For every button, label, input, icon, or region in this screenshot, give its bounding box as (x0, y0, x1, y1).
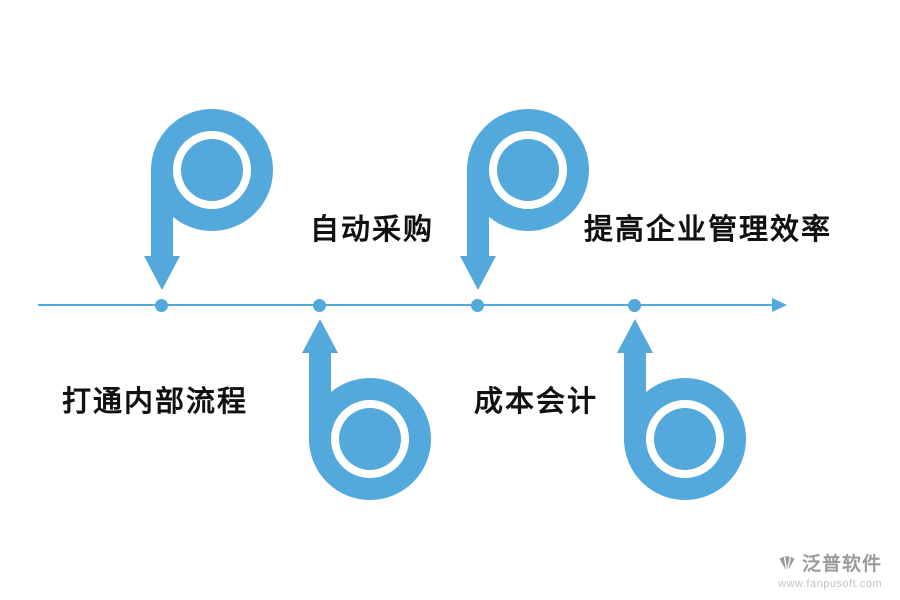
spiral-arrow-down-icon (144, 106, 276, 292)
fanpu-logo-url: www.fanpusoft.com (778, 578, 882, 590)
timeline-node (471, 299, 484, 312)
timeline-arrowhead-icon (772, 298, 787, 312)
fanpu-logo: 泛普软件 www.fanpusoft.com (777, 549, 882, 590)
spiral-arrow-up-icon (617, 317, 749, 503)
label-open-internal-process: 打通内部流程 (62, 386, 249, 418)
fanpu-logo-text: 泛普软件 (801, 554, 882, 575)
label-cost-accounting: 成本会计 (474, 386, 599, 418)
label-auto-purchase: 自动采购 (310, 214, 435, 246)
timeline-axis (38, 304, 776, 306)
timeline-node (155, 299, 168, 312)
spiral-arrow-up-icon (302, 317, 434, 503)
fanpu-logo-icon (779, 555, 795, 572)
label-improve-management: 提高企业管理效率 (584, 214, 833, 246)
timeline-node (313, 299, 326, 312)
spiral-arrow-down-icon (460, 106, 592, 292)
timeline-node (628, 299, 641, 312)
